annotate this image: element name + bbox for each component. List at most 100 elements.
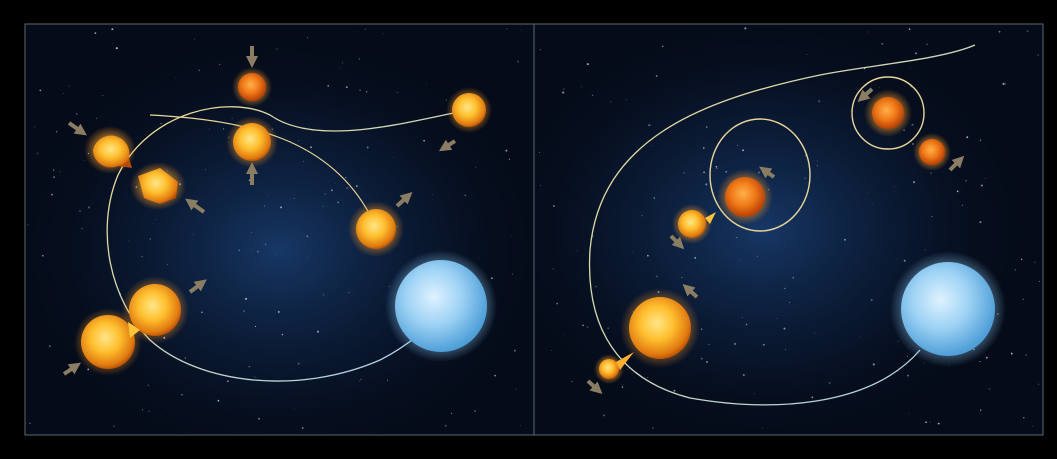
- background-star: [912, 181, 916, 184]
- background-star: [181, 393, 183, 396]
- background-star: [521, 29, 522, 31]
- background-star: [345, 177, 347, 179]
- background-star: [653, 197, 656, 199]
- background-star: [701, 328, 703, 330]
- background-star: [27, 224, 29, 226]
- right-orbit-loop-small: [851, 76, 925, 150]
- background-star: [257, 417, 261, 420]
- background-star: [811, 396, 814, 399]
- background-star: [508, 158, 511, 160]
- background-star: [330, 189, 333, 192]
- background-star: [703, 171, 705, 174]
- background-star: [192, 233, 194, 235]
- background-star: [201, 311, 203, 314]
- background-star: [251, 232, 252, 233]
- blue-star: [901, 262, 995, 356]
- background-star: [988, 388, 991, 390]
- background-star: [632, 252, 634, 254]
- background-star: [341, 62, 344, 64]
- star-mid-circle: [725, 177, 765, 217]
- background-star: [364, 28, 366, 30]
- star-lower-stream: [616, 352, 634, 370]
- background-star: [930, 172, 932, 174]
- star-right-mid: [356, 209, 396, 249]
- background-star: [94, 32, 97, 34]
- background-star: [783, 327, 786, 330]
- arrow-icon: [948, 155, 965, 172]
- background-star: [761, 428, 763, 429]
- background-star: [511, 235, 512, 237]
- right-starfield: [538, 27, 1041, 429]
- background-star: [322, 294, 325, 296]
- background-star: [474, 410, 476, 412]
- background-star: [652, 145, 653, 147]
- background-star: [681, 276, 683, 278]
- background-star: [703, 147, 705, 149]
- background-star: [102, 95, 104, 97]
- background-star: [872, 363, 875, 366]
- background-star: [280, 206, 283, 209]
- background-star: [785, 348, 787, 350]
- background-star: [149, 238, 152, 240]
- background-star: [817, 160, 818, 161]
- background-star: [339, 67, 341, 69]
- background-star: [816, 164, 818, 167]
- background-star: [293, 197, 295, 199]
- background-star: [985, 356, 988, 359]
- background-star: [238, 249, 241, 252]
- background-star: [828, 381, 831, 385]
- background-star: [263, 205, 266, 207]
- background-star: [34, 126, 36, 128]
- background-star: [595, 286, 597, 288]
- background-star: [324, 193, 326, 195]
- background-star: [494, 374, 496, 377]
- blue-star: [395, 260, 487, 352]
- background-star: [912, 143, 914, 145]
- background-star: [48, 345, 51, 348]
- left-orbit-path: [106, 106, 471, 382]
- background-star: [734, 342, 737, 345]
- arrow-icon: [682, 283, 699, 299]
- background-star: [358, 380, 360, 382]
- background-star: [1034, 261, 1036, 263]
- background-star: [1037, 54, 1039, 56]
- background-star: [303, 161, 305, 162]
- background-star: [423, 139, 425, 142]
- background-star: [231, 117, 233, 119]
- left-orbit-inner: [149, 114, 371, 216]
- background-star: [184, 357, 187, 359]
- background-star: [264, 243, 267, 246]
- background-star: [741, 317, 743, 318]
- background-star: [81, 227, 83, 230]
- background-star: [903, 259, 906, 262]
- background-star: [432, 194, 433, 195]
- background-star: [911, 123, 914, 126]
- background-star: [141, 255, 143, 258]
- background-star: [382, 33, 384, 35]
- background-star: [550, 350, 552, 352]
- background-star: [322, 205, 324, 207]
- background-star: [736, 237, 738, 239]
- right-orbit-path: [588, 44, 976, 406]
- background-star: [464, 194, 466, 196]
- background-star: [204, 169, 206, 170]
- background-star: [864, 68, 866, 70]
- background-star: [540, 185, 542, 186]
- arrow-icon: [185, 198, 206, 214]
- background-star: [926, 43, 928, 45]
- background-star: [563, 88, 565, 90]
- background-star: [715, 166, 718, 168]
- background-star: [63, 92, 64, 94]
- star-mid-small-stream: [705, 212, 716, 224]
- background-star: [148, 410, 150, 412]
- arrow-icon: [438, 139, 457, 152]
- background-star: [1032, 425, 1034, 427]
- background-star: [248, 179, 251, 182]
- background-star: [155, 219, 157, 220]
- background-star: [610, 101, 612, 103]
- background-star: [776, 317, 778, 319]
- background-star: [923, 362, 925, 364]
- background-star: [868, 191, 870, 193]
- right-panel: [533, 23, 1044, 436]
